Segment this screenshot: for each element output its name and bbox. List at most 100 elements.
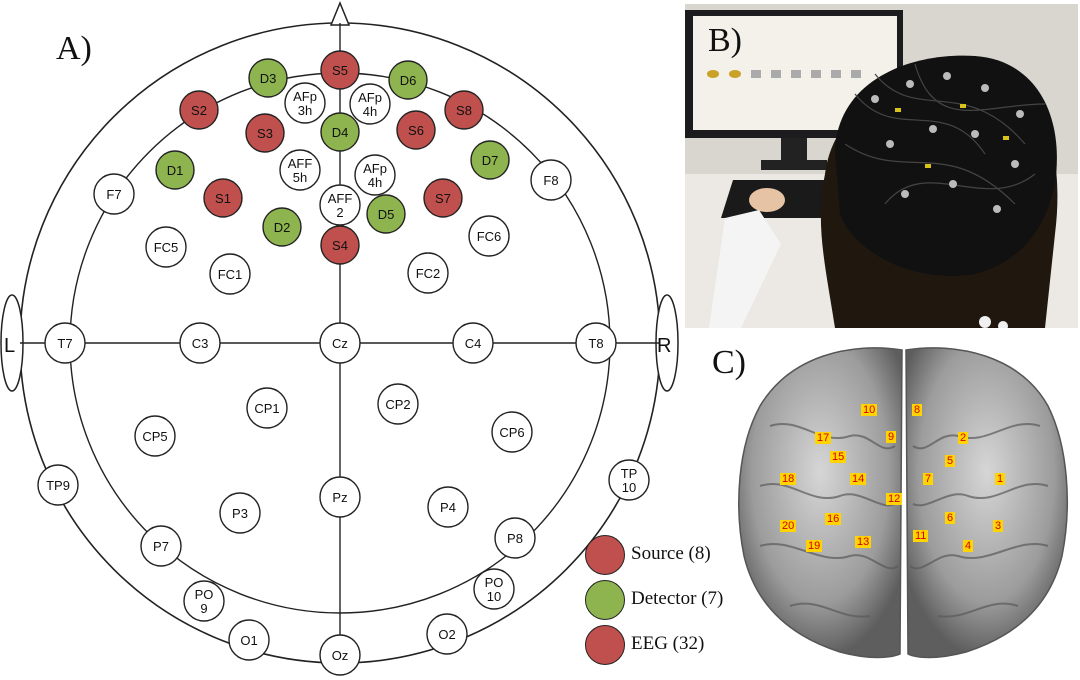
electrode-holder [886,140,894,148]
electrode-holder [993,205,1001,213]
electrode-holder [971,130,979,138]
panel-label-c: C) [712,344,746,381]
stimulus-square [831,70,841,78]
ear-label-left: L [4,335,15,357]
detector-label: D4 [332,125,349,140]
source-marker-s8 [444,90,484,130]
eeg-electrode-label: 10 [622,480,636,495]
panel-label-a: A) [56,30,92,67]
eeg-electrode-label: Pz [332,490,347,505]
eeg-cap [835,55,1057,276]
eeg-electrode-label: O1 [240,633,257,648]
sulcus [759,543,899,570]
eeg-electrode-label: AFp [363,161,387,176]
source-marker-s1 [203,178,243,218]
eeg-electrode-marker-aff-2 [319,184,361,226]
legend-detector-label: Detector (7) [631,588,724,609]
eeg-electrode-marker-afp-3h [284,82,326,124]
electrode-holder [943,72,951,80]
legend-detector-swatch [585,580,625,620]
eeg-electrode-marker-cp5 [134,415,176,457]
sulcus [769,423,896,450]
sulcus [909,543,1049,570]
eeg-electrode-label: 10 [487,589,501,604]
legend-eeg-swatch [585,625,625,665]
eeg-electrode-marker-fc5 [145,226,187,268]
eeg-electrode-marker-cp2 [377,383,419,425]
eeg-electrode-marker-po-10 [473,568,515,610]
optode-tag [960,104,966,108]
eeg-electrode-label: FC1 [218,267,243,282]
brain-channel-label: 12 [886,493,903,505]
eeg-electrode-label: PO [195,587,214,602]
eeg-electrode-label: 4h [363,104,377,119]
detector-label: D6 [400,73,417,88]
brain-channel-label: 3 [993,520,1004,532]
left-hemisphere [738,347,903,659]
eeg-electrode-label: TP [621,466,638,481]
eeg-electrode-label: FC2 [416,266,441,281]
eeg-electrode-label: AFF [288,156,313,171]
participant-photo [685,4,1078,328]
eeg-electrode-label: C3 [192,336,209,351]
eeg-electrode-marker-f7 [93,173,135,215]
detector-marker-d1 [155,150,195,190]
legend-eeg-label: EEG (32) [631,633,705,654]
detector-marker-d2 [262,207,302,247]
electrode-holder [929,125,937,133]
optode-tag [925,164,931,168]
brain-channel-label: 5 [945,455,956,467]
source-label: S2 [191,103,207,118]
eeg-electrode-marker-t7 [44,322,86,364]
source-label: S8 [456,103,472,118]
optode-tag [895,108,901,112]
brain-channel-label: 15 [830,451,847,463]
eeg-electrode-label: CP6 [499,425,524,440]
eeg-electrode-marker-o1 [228,619,270,661]
source-label: S5 [332,63,348,78]
detector-marker-d7 [470,140,510,180]
source-marker-s5 [320,50,360,90]
eeg-electrode-label: CP1 [254,401,279,416]
right-hemisphere [905,347,1068,659]
source-marker-s3 [245,113,285,153]
eeg-electrode-marker-afp-4h [349,83,391,125]
eeg-electrode-label: PO [485,575,504,590]
eeg-electrode-label: AFp [358,90,382,105]
cable [854,93,986,155]
stimulus-square [811,70,821,78]
eeg-electrode-marker-oz [319,634,361,676]
eeg-electrode-label: CP5 [142,429,167,444]
eeg-electrode-label: AFF [328,191,353,206]
stimulus-square [791,70,801,78]
eeg-electrode-label: P4 [440,500,456,515]
electrode-holder [981,84,989,92]
brain-rendering [738,347,1068,659]
brain-channel-label: 7 [923,473,934,485]
brain-channel-label: 10 [861,404,878,416]
cable [844,143,1016,205]
brain-channel-label: 6 [945,512,956,524]
sulcus [789,602,871,618]
eeg-electrode-label: Cz [332,336,348,351]
brain-channel-label: 20 [780,520,797,532]
brain-channel-label: 16 [825,513,842,525]
eeg-electrode-label: C4 [465,336,482,351]
eeg-electrode-marker-aff-5h [279,149,321,191]
brain-channel-label: 2 [958,432,969,444]
panel-label-b: B) [708,22,742,59]
eeg-electrode-label: T8 [588,336,603,351]
source-marker-s7 [423,178,463,218]
eeg-electrode-label: F8 [543,173,558,188]
source-label: S3 [257,126,273,141]
stimulus-square [751,70,761,78]
cable [874,73,1026,145]
stimulus-square [771,70,781,78]
source-marker-s2 [179,90,219,130]
hand [749,188,785,212]
electrode-holder [1011,160,1019,168]
detector-marker-d3 [248,58,288,98]
electrode-holder [949,180,957,188]
eeg-electrode-label: Oz [332,648,349,663]
